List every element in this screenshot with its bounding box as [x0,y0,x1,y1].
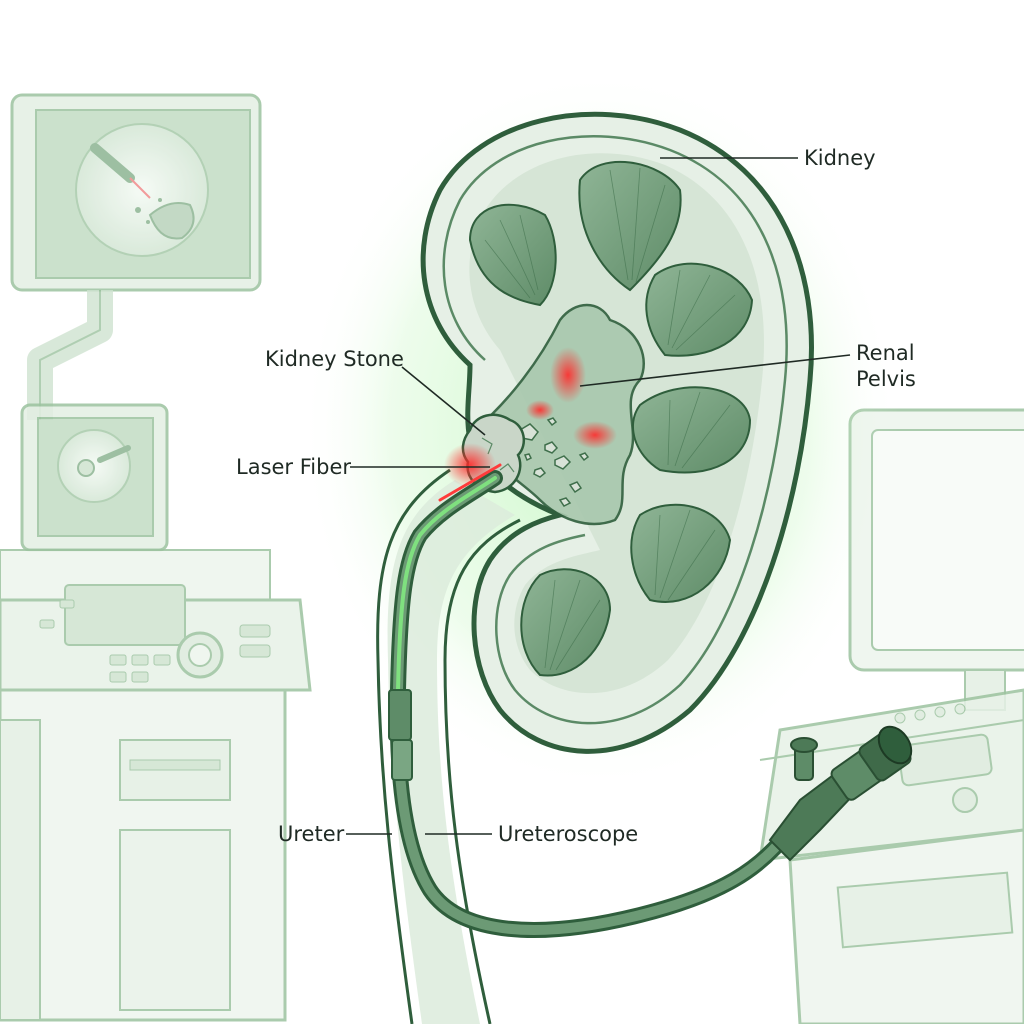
leader-lines [346,157,851,835]
kidney [420,111,814,754]
ureteroscope [388,463,913,938]
scope-handle [768,725,913,862]
label-kidney: Kidney [804,146,876,170]
left-console [0,549,312,1022]
left-small-monitor [20,403,169,552]
label-ureteroscope: Ureteroscope [498,822,639,846]
leader-renal-pelvis [579,354,851,387]
label-ureter: Ureter [278,822,345,846]
label-renal-pelvis: Renal Pelvis [856,340,916,392]
left-monitor-arm [27,290,113,420]
label-kidney-stone: Kidney Stone [265,347,404,371]
label-renal-pelvis-line2: Pelvis [856,367,916,391]
leader-kidney-stone [401,366,486,436]
label-renal-pelvis-line1: Renal [856,341,915,365]
left-monitor [10,93,262,292]
label-laser-fiber: Laser Fiber [236,455,352,479]
renal-pyramids [468,160,754,677]
